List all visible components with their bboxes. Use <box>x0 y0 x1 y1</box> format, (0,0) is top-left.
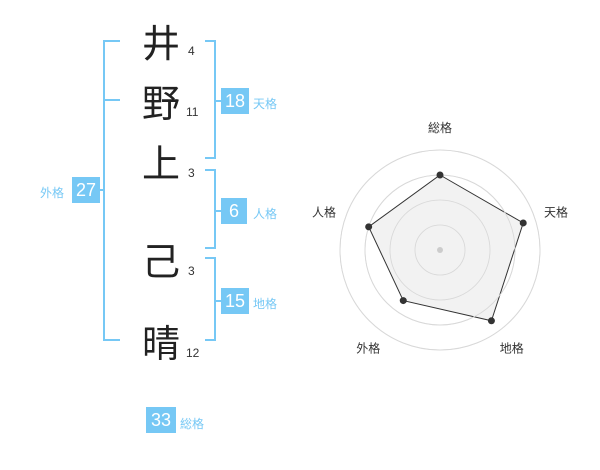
radar-center-dot <box>437 247 443 253</box>
name-char-3: 上 <box>142 142 181 186</box>
radar-axis-label-4: 外格 <box>356 341 380 356</box>
jinkaku-value: 6 <box>221 198 247 224</box>
tenkaku-label: 天格 <box>253 97 278 111</box>
stroke-count-2: 11 <box>186 105 199 119</box>
name-char-4: 己 <box>142 240 181 284</box>
jinkaku-label: 人格 <box>253 207 278 221</box>
soukaku-value: 33 <box>146 407 176 433</box>
radar-point-2 <box>519 219 527 227</box>
gaikaku-value: 27 <box>72 177 100 203</box>
soukaku-label: 総格 <box>180 417 205 431</box>
radar-axis-label-2: 天格 <box>544 204 568 219</box>
radar-axis-label-1: 総格 <box>428 120 452 135</box>
gaikaku-label: 外格 <box>40 186 65 200</box>
name-char-5: 晴 <box>142 322 181 366</box>
radar-point-5 <box>365 223 373 231</box>
stroke-count-3: 3 <box>188 166 195 180</box>
name-char-2: 野 <box>142 82 181 126</box>
chikaku-label: 地格 <box>253 297 278 311</box>
tenkaku-value: 18 <box>221 88 249 114</box>
tenkaku-bracket <box>205 40 216 159</box>
stroke-count-5: 12 <box>186 346 200 360</box>
radar-grid-ring-overlay <box>339 149 541 351</box>
chikaku-value: 15 <box>221 288 249 314</box>
jinkaku-bracket <box>205 169 216 249</box>
radar-point-1 <box>436 171 444 179</box>
radar-axis-label-5: 人格 <box>312 204 336 219</box>
radar-grid-ring-overlay <box>389 199 491 301</box>
stroke-count-1: 4 <box>188 44 195 58</box>
radar-point-4 <box>399 297 407 305</box>
radar-polygon <box>368 174 524 322</box>
radar-grid-ring-overlay <box>414 224 466 276</box>
radar-point-3 <box>487 317 495 325</box>
gaikaku-bracket <box>103 40 120 341</box>
name-char-1: 井 <box>142 22 181 66</box>
stroke-count-4: 3 <box>188 264 195 278</box>
radar-axis-label-3: 地格 <box>500 341 524 356</box>
chikaku-bracket <box>205 257 216 341</box>
